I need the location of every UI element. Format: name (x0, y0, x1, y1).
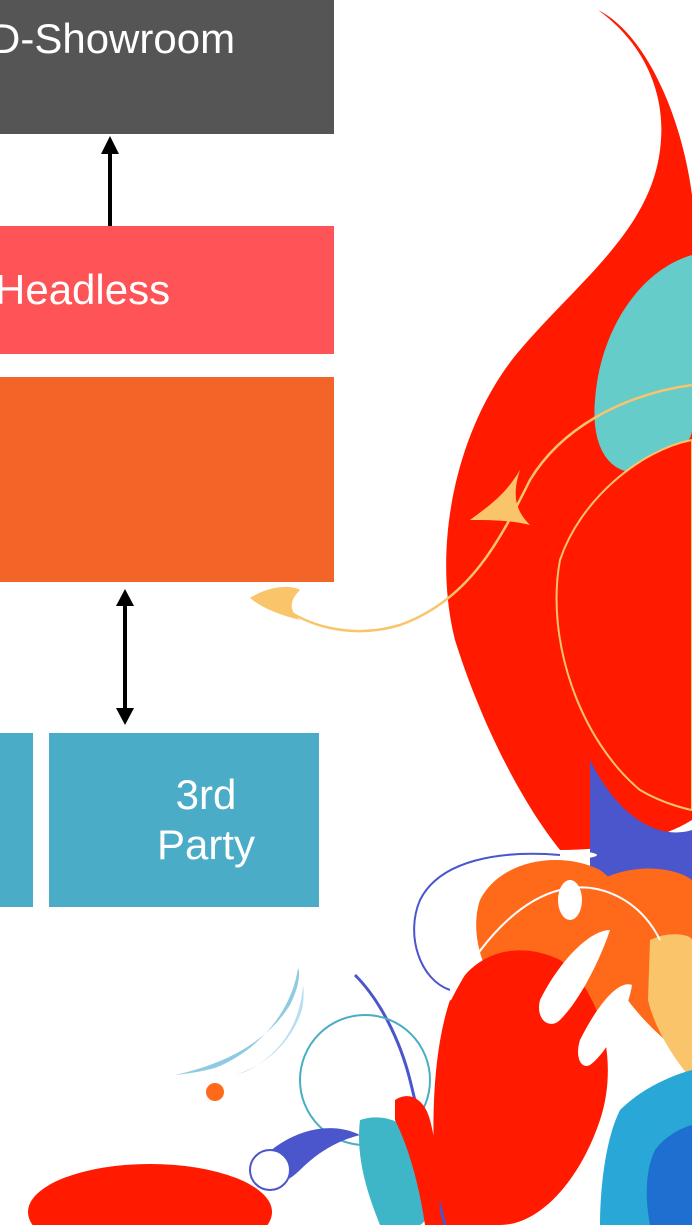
left-party-box (0, 733, 33, 907)
art-white-curve (449, 886, 661, 1001)
headless-label: Headless (0, 265, 171, 313)
art-light-blue-sweep-1 (175, 968, 300, 1075)
art-orange-dot (206, 1083, 224, 1101)
art-teal-shape (594, 255, 692, 473)
art-navy-bottom (646, 1125, 692, 1225)
third-party-box: 3rd Party (49, 733, 319, 907)
headless-box: Headless (0, 226, 334, 354)
art-red-blob (555, 438, 692, 812)
art-white-ring (249, 1149, 291, 1191)
art-red-puddle (28, 1164, 272, 1225)
art-red-lower (433, 950, 608, 1225)
showroom-box: D-Showroom (0, 0, 334, 134)
third-party-label-line2: Party (156, 821, 256, 868)
art-white-streak-1 (539, 930, 610, 1024)
art-white-streak-2 (578, 984, 632, 1066)
orange-layer-box (0, 377, 334, 582)
art-gold-curve (274, 383, 692, 633)
art-red-stroke (395, 1096, 440, 1225)
art-gold-spike (470, 470, 530, 525)
art-gold-right (648, 934, 692, 1080)
third-party-label-line1: 3rd (175, 770, 237, 818)
art-blue-line-1 (413, 852, 561, 991)
showroom-label: D-Showroom (0, 15, 236, 62)
art-gold-hook (250, 586, 300, 620)
art-white-oval (558, 880, 582, 920)
